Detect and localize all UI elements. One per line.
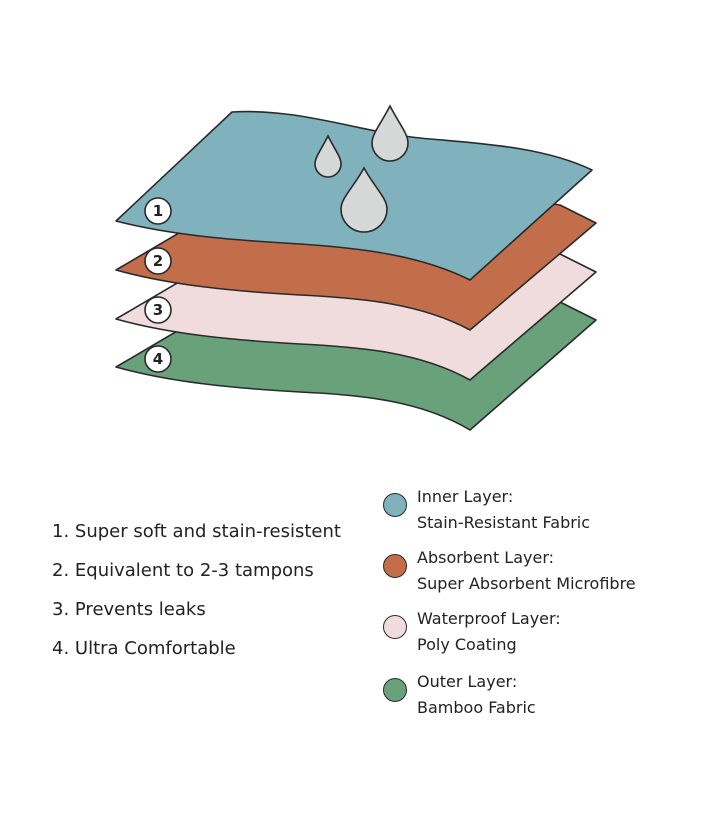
water-drop-icon bbox=[371, 104, 409, 162]
feature-item: 1. Super soft and stain-resistent bbox=[52, 521, 341, 542]
water-drop-icon bbox=[314, 134, 342, 178]
svg-text:1: 1 bbox=[153, 202, 163, 220]
layer-1-badge: 1 bbox=[144, 197, 172, 225]
legend-title: Waterproof Layer: bbox=[417, 609, 561, 628]
legend-title: Outer Layer: bbox=[417, 672, 518, 691]
legend-subtitle: Bamboo Fabric bbox=[417, 698, 536, 717]
layer-4-badge: 4 bbox=[144, 345, 172, 373]
legend-subtitle: Super Absorbent Microfibre bbox=[417, 574, 636, 593]
color-swatch bbox=[383, 554, 407, 578]
legend-title: Inner Layer: bbox=[417, 487, 514, 506]
legend-subtitle: Poly Coating bbox=[417, 635, 517, 654]
water-drop-icon bbox=[340, 166, 388, 233]
feature-list: 1. Super soft and stain-resistent 2. Equ… bbox=[52, 522, 341, 678]
color-swatch bbox=[383, 493, 407, 517]
legend-subtitle: Stain-Resistant Fabric bbox=[417, 513, 591, 532]
layer-2-badge: 2 bbox=[144, 247, 172, 275]
feature-item: 2. Equivalent to 2-3 tampons bbox=[52, 560, 314, 581]
color-swatch bbox=[383, 678, 407, 702]
svg-text:4: 4 bbox=[153, 350, 163, 368]
feature-item: 4. Ultra Comfortable bbox=[52, 638, 236, 659]
legend-title: Absorbent Layer: bbox=[417, 548, 555, 567]
feature-item: 3. Prevents leaks bbox=[52, 599, 206, 620]
color-swatch bbox=[383, 615, 407, 639]
layer-3-badge: 3 bbox=[144, 296, 172, 324]
svg-text:3: 3 bbox=[153, 301, 163, 319]
svg-text:2: 2 bbox=[153, 252, 163, 270]
layer-diagram: 1 2 3 4 bbox=[115, 104, 597, 431]
